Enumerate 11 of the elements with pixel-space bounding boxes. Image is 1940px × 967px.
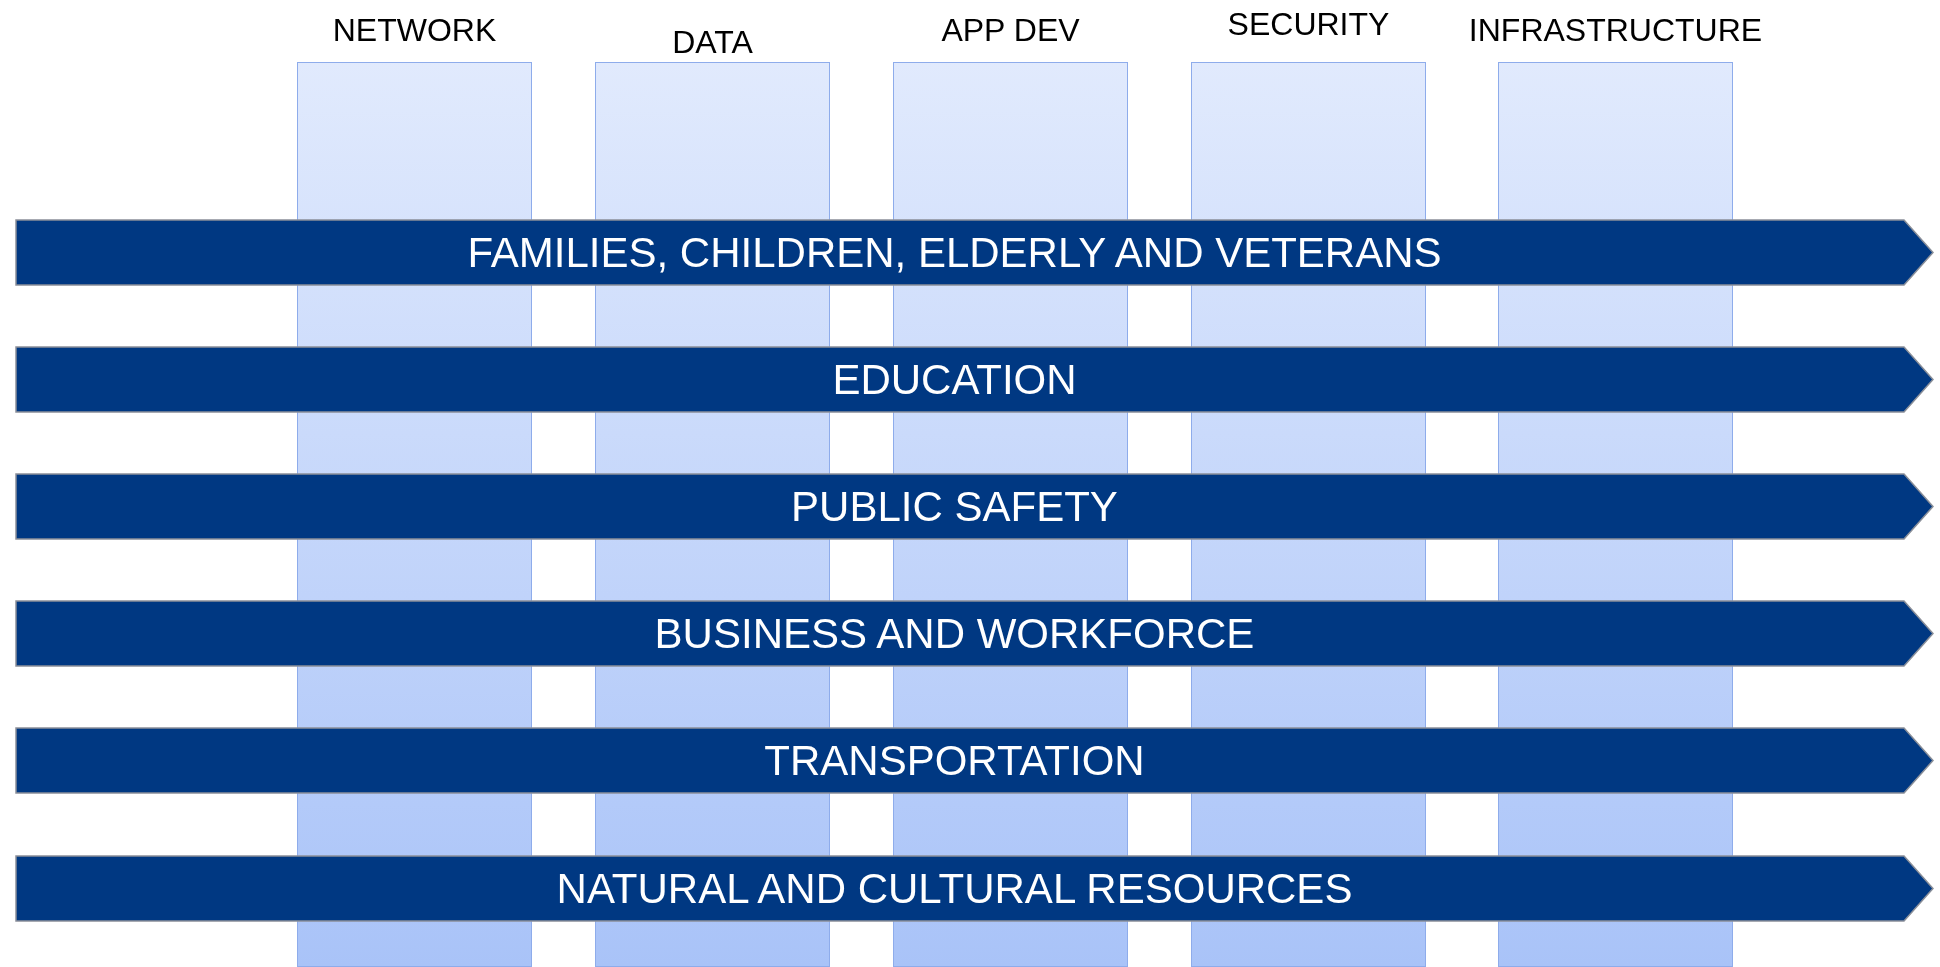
column-heading: INFRASTRUCTURE xyxy=(1468,12,1763,48)
column-heading: APP DEV xyxy=(941,12,1080,48)
column-heading: SECURITY xyxy=(1227,6,1390,42)
band-label: EDUCATION xyxy=(832,355,1077,404)
band-label: BUSINESS AND WORKFORCE xyxy=(654,609,1255,658)
band-label: TRANSPORTATION xyxy=(764,736,1145,785)
band-label: PUBLIC SAFETY xyxy=(791,482,1118,531)
band-label: FAMILIES, CHILDREN, ELDERLY AND VETERANS xyxy=(467,228,1442,277)
column-heading: NETWORK xyxy=(332,12,497,48)
band-label: NATURAL AND CULTURAL RESOURCES xyxy=(556,864,1353,913)
column-heading: DATA xyxy=(672,24,753,60)
